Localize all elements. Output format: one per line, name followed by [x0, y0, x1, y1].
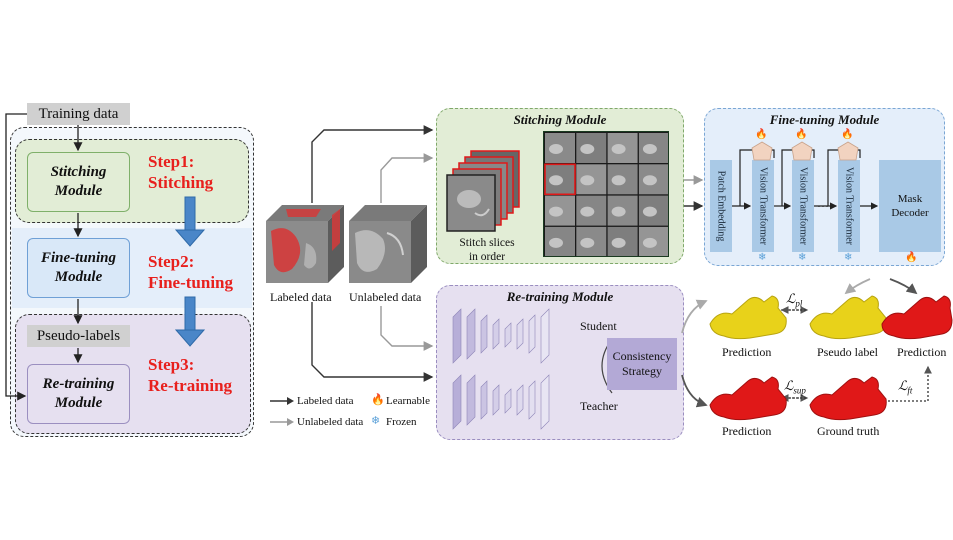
caption-prediction-2: Prediction [897, 345, 947, 359]
snowflake-icon: ❄ [798, 252, 807, 263]
mesh-prediction-red-bottom [709, 376, 787, 421]
teacher-label: Teacher [580, 399, 618, 413]
vision-transformer-3: Vision Transformer [838, 160, 860, 252]
output-arrows [681, 278, 932, 408]
stitching-panel-title: Stitching Module [513, 112, 607, 127]
loss-pl-label: ℒpl [786, 291, 803, 309]
training-data-label: Training data [27, 103, 130, 125]
teacher-network [452, 374, 550, 430]
stitched-grid [543, 131, 669, 257]
grid-slice-structure [580, 175, 595, 186]
loss-sup-label: ℒsup [784, 378, 806, 396]
caption-prediction-1: Prediction [722, 345, 772, 359]
grid-slice-structure [611, 237, 626, 248]
unlabeled-data-caption: Unlabeled data [349, 290, 422, 304]
snowflake-icon: ❄ [844, 252, 853, 263]
step-arrow-1 [174, 196, 206, 247]
grid-slice-structure [549, 206, 563, 217]
finetuning-panel-title: Fine-tuning Module [769, 112, 880, 127]
step1-label: Step1: Stitching [148, 152, 214, 192]
stitched-grid-slices [544, 133, 669, 257]
student-label: Student [580, 319, 617, 333]
student-teacher-networks [452, 308, 550, 430]
stitch-caption: Stitch slices in order [459, 237, 515, 263]
legend-labeled-text: Labeled data [297, 395, 354, 407]
snowflake-icon: ❄ [371, 415, 381, 427]
mesh-ground-truth-red [809, 376, 887, 421]
grid-slice-structure [580, 237, 595, 248]
legend-unlabeled-arrow [270, 418, 294, 426]
grid-slice-structure [549, 175, 563, 186]
mesh-prediction-yellow [709, 295, 787, 340]
overview-arrows [5, 113, 206, 401]
step3-label: Step3: Re-training [148, 355, 233, 395]
grid-slice-structure [580, 206, 595, 217]
flame-icon: 🔥 [841, 129, 854, 140]
vision-transformer-2: Vision Transformer [792, 160, 814, 252]
unlabeled-cube-image [349, 205, 427, 283]
retraining-module-box[interactable]: Re-training Module [27, 364, 130, 424]
finetune-lines [732, 141, 879, 210]
loss-ft-label: ℒft [898, 378, 913, 396]
grid-slice-structure [549, 144, 563, 154]
snowflake-icon: ❄ [758, 252, 767, 263]
flame-icon: 🔥 [371, 394, 385, 406]
flame-icon: 🔥 [755, 129, 768, 140]
flame-icon: 🔥 [795, 129, 808, 140]
consistency-strategy-box: Consistency Strategy [607, 338, 677, 390]
flame-icon: 🔥 [905, 252, 918, 263]
grid-slice-structure [580, 144, 595, 154]
grid-slice-structure [642, 206, 657, 217]
grid-slice-structure [642, 144, 657, 154]
vision-transformer-1: Vision Transformer [752, 160, 774, 252]
mesh-prediction-red-top [881, 295, 953, 340]
legend-labeled-arrow [270, 397, 294, 405]
student-network [452, 308, 550, 364]
grid-slice-structure [611, 206, 626, 217]
caption-pseudo-label: Pseudo label [817, 345, 878, 359]
grid-slice-structure [611, 175, 626, 186]
slice-stack-image [446, 150, 520, 232]
grid-slice-structure [549, 237, 563, 248]
finetuning-module-box[interactable]: Fine-tuning Module [27, 238, 130, 298]
mesh-pseudo-label-yellow [809, 295, 887, 340]
mask-decoder-block: Mask Decoder [879, 160, 941, 252]
caption-ground-truth: Ground truth [817, 424, 880, 438]
stitching-module-box[interactable]: Stitching Module [27, 152, 130, 212]
labeled-cube-image [266, 205, 344, 283]
caption-prediction-3: Prediction [722, 424, 772, 438]
legend-learnable-text: Learnable [386, 395, 430, 407]
retraining-panel-title: Re-training Module [506, 289, 614, 304]
grid-slice-structure [642, 175, 657, 186]
patch-embedding-block: Patch Embedding [710, 160, 732, 252]
labeled-data-caption: Labeled data [270, 290, 332, 304]
grid-slice-structure [642, 237, 657, 248]
pseudo-labels-label: Pseudo-labels [27, 325, 130, 347]
step2-label: Step2: Fine-tuning [148, 252, 234, 292]
step-arrow-2 [174, 296, 206, 347]
legend-unlabeled-text: Unlabeled data [297, 416, 364, 428]
legend-frozen-text: Frozen [386, 416, 417, 428]
grid-slice-structure [611, 144, 626, 154]
